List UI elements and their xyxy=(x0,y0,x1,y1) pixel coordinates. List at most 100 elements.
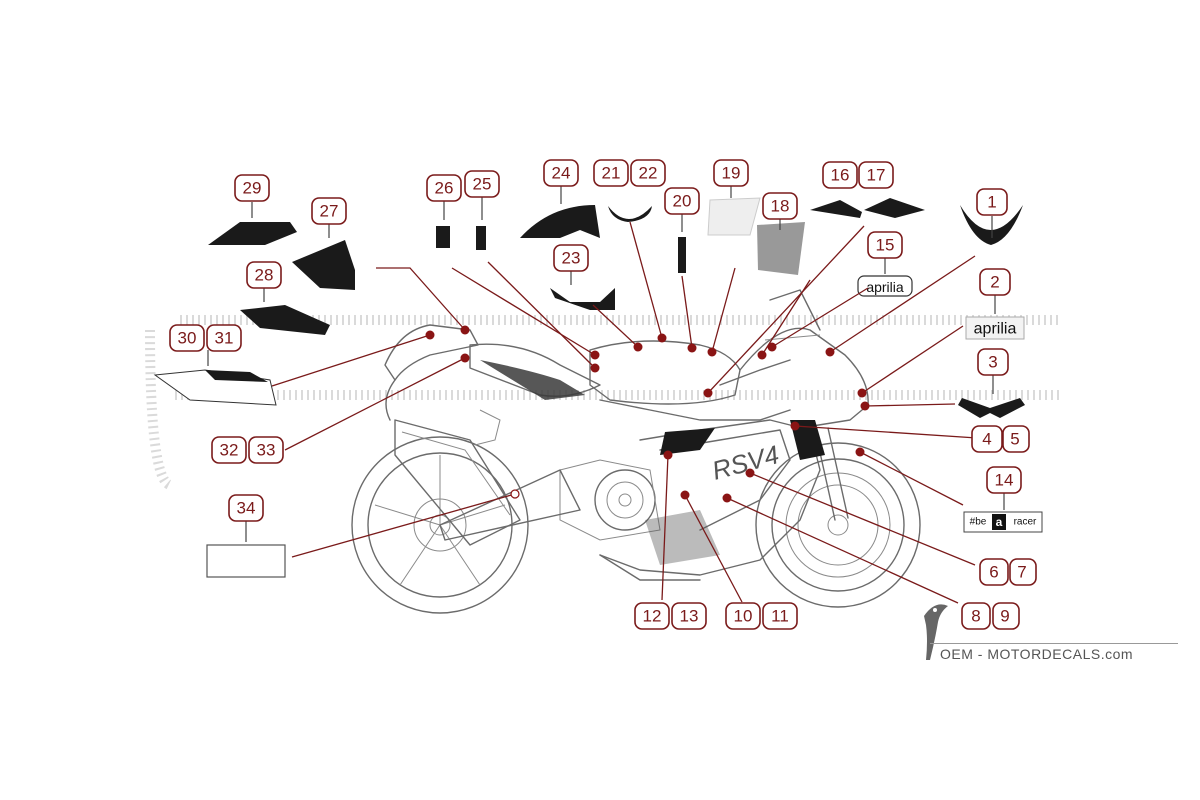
callout-16-text: 16 xyxy=(831,166,850,185)
callout-17: 17 xyxy=(858,161,894,189)
callout-16: 16 xyxy=(822,161,858,189)
anchor-dot xyxy=(825,347,835,357)
anchor-dot xyxy=(722,493,732,503)
callout-27: 27 xyxy=(311,197,347,225)
anchor-dot xyxy=(510,489,520,499)
callout-27-text: 27 xyxy=(320,202,339,221)
brand-divider xyxy=(930,643,1178,644)
decal-23 xyxy=(550,288,615,310)
callout-33-text: 33 xyxy=(257,441,276,460)
callout-8-text: 8 xyxy=(971,607,980,626)
decal-34 xyxy=(206,544,286,578)
callout-23-text: 23 xyxy=(562,249,581,268)
callout-15-text: 15 xyxy=(876,236,895,255)
decal-19 xyxy=(707,197,761,236)
callout-6: 6 xyxy=(979,558,1009,586)
anchor-dot xyxy=(703,388,713,398)
anchor-dot xyxy=(590,350,600,360)
anchor-dot xyxy=(680,490,690,500)
callout-3: 3 xyxy=(977,348,1009,376)
callout-5-text: 5 xyxy=(1010,430,1019,449)
callout-18-text: 18 xyxy=(771,197,790,216)
callout-6-text: 6 xyxy=(989,563,998,582)
leader-lines xyxy=(271,221,978,604)
anchor-dot xyxy=(687,343,697,353)
callout-10-text: 10 xyxy=(734,607,753,626)
lower-fairing-shade xyxy=(645,510,720,565)
decal-26 xyxy=(436,226,450,248)
motorcycle-drawing: RSV4 xyxy=(351,289,921,614)
callout-9: 9 xyxy=(992,602,1020,630)
brand-logo xyxy=(924,604,948,660)
callout-3-text: 3 xyxy=(988,353,997,372)
callout-labels: 1 2 3 4 5 6 7 8 9 10 11 12 13 14 15 16 1… xyxy=(169,159,1037,630)
callout-21: 21 xyxy=(593,159,629,187)
callout-13-text: 13 xyxy=(680,607,699,626)
seat-fill xyxy=(480,360,585,400)
callout-29-text: 29 xyxy=(243,179,262,198)
callout-34: 34 xyxy=(228,494,264,522)
callout-11-text: 11 xyxy=(771,607,789,626)
decal-14-a-box xyxy=(992,514,1006,530)
bird-icon xyxy=(924,604,948,660)
callout-20: 20 xyxy=(664,187,700,215)
callout-4: 4 xyxy=(971,425,1003,453)
callout-22-text: 22 xyxy=(639,164,658,183)
callout-8: 8 xyxy=(961,602,991,630)
decal-21-22 xyxy=(608,206,652,222)
callout-34-text: 34 xyxy=(237,499,256,518)
callout-24: 24 xyxy=(543,159,579,187)
decal-2-text: aprilia xyxy=(974,321,1017,338)
callout-13: 13 xyxy=(671,602,707,630)
anchor-dot xyxy=(460,353,470,363)
decal-pieces: aprilia aprilia #be a racer xyxy=(153,197,1043,578)
callout-17-text: 17 xyxy=(867,166,886,185)
anchor-dot xyxy=(657,333,667,343)
decal-16 xyxy=(810,200,862,218)
decal-25 xyxy=(476,226,486,250)
anchor-dot xyxy=(767,342,777,352)
callout-11: 11 xyxy=(762,602,798,630)
callout-24-text: 24 xyxy=(552,164,571,183)
callout-2-text: 2 xyxy=(990,273,999,292)
brand-text: OEM - MOTORDECALS.com xyxy=(940,646,1134,662)
decal-15-frame xyxy=(857,275,913,297)
decal-18 xyxy=(757,222,805,275)
callout-28: 28 xyxy=(246,261,282,289)
fairing-text: RSV4 xyxy=(709,439,782,486)
front-fairing-stripe xyxy=(790,420,825,460)
decal-14-a: a xyxy=(996,515,1003,529)
decal-20 xyxy=(678,237,686,273)
anchor-dot xyxy=(855,447,865,457)
background-watermark xyxy=(145,315,1060,490)
callout-15: 15 xyxy=(867,231,903,259)
callout-31-text: 31 xyxy=(215,329,234,348)
callout-9-text: 9 xyxy=(1000,607,1009,626)
anchor-dots xyxy=(425,325,870,503)
side-fairing-stripe xyxy=(660,428,715,455)
callout-20-text: 20 xyxy=(673,192,692,211)
callout-32: 32 xyxy=(211,436,247,464)
callout-29: 29 xyxy=(234,174,270,202)
callout-22: 22 xyxy=(630,159,666,187)
anchor-dot xyxy=(633,342,643,352)
callout-10: 10 xyxy=(725,602,761,630)
callout-32-text: 32 xyxy=(220,441,239,460)
callout-26-text: 26 xyxy=(435,179,454,198)
decal-2-frame xyxy=(965,316,1025,340)
callout-5: 5 xyxy=(1002,425,1030,453)
anchor-dot xyxy=(425,330,435,340)
decal-17 xyxy=(864,198,925,218)
callout-33: 33 xyxy=(248,436,284,464)
anchor-dot xyxy=(707,347,717,357)
callout-19-text: 19 xyxy=(722,164,741,183)
callout-19: 19 xyxy=(713,159,749,187)
callout-1-text: 1 xyxy=(987,193,996,212)
anchor-dot xyxy=(460,325,470,335)
decal-3 xyxy=(958,398,1025,418)
decal-29 xyxy=(208,222,297,245)
callout-14-text: 14 xyxy=(995,471,1014,490)
anchor-dot xyxy=(745,468,755,478)
callout-21-text: 21 xyxy=(602,164,621,183)
